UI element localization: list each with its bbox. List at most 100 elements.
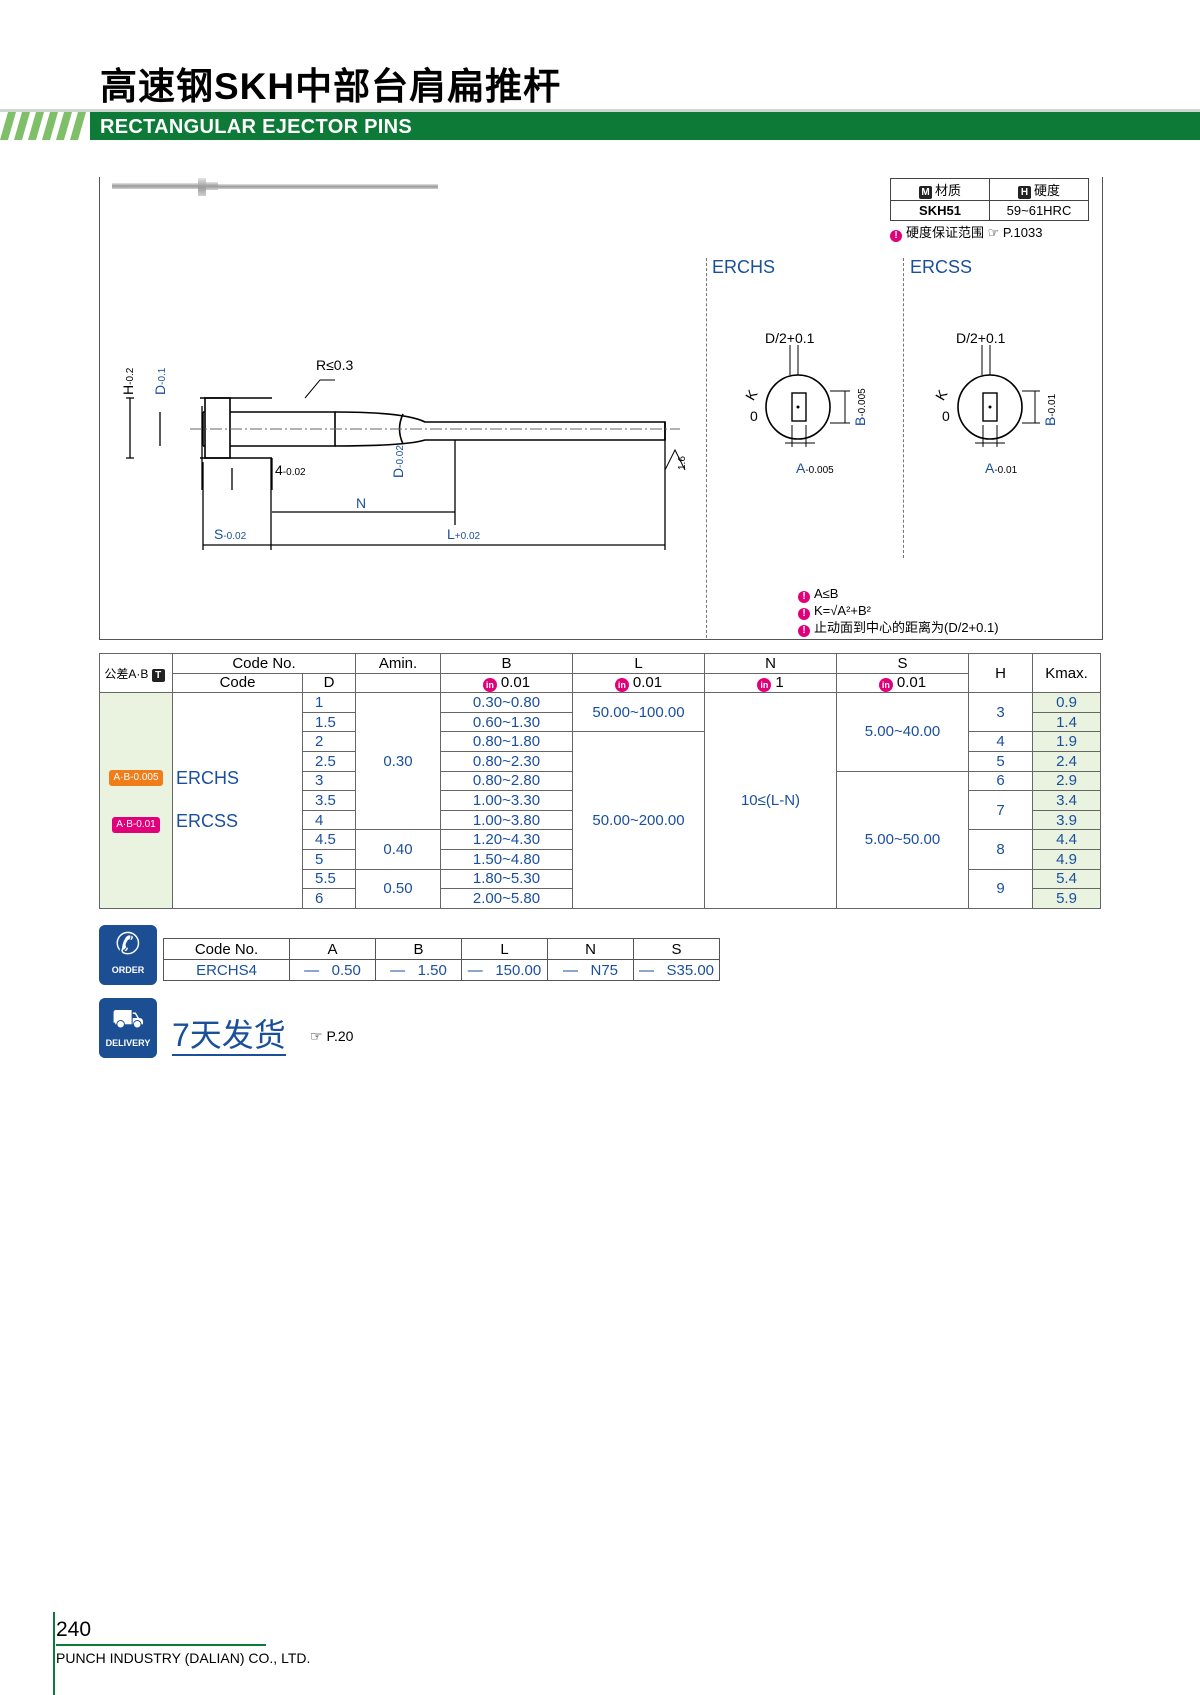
hardness-note: !硬度保证范围 ☞ P.1033: [890, 222, 1042, 242]
page-ref-link[interactable]: P.1033: [1002, 225, 1043, 240]
l-dimension: L+0.02: [447, 526, 481, 542]
ercss-d2: D/2+0.1: [956, 330, 1006, 346]
subtitle-bar: [90, 112, 1200, 140]
page-number: 240: [56, 1618, 92, 1641]
page-subtitle: RECTANGULAR EJECTOR PINS: [100, 116, 413, 138]
table-row: 5 1.50~4.80 4.9: [100, 848, 1101, 870]
d-cell: 5.5: [302, 868, 356, 890]
erchs-section-drawing: [765, 345, 850, 447]
order-header: B: [375, 938, 462, 960]
ercss-label: ERCSS: [910, 257, 973, 277]
amin-cell: 0.50: [355, 868, 441, 909]
h-cell: 9: [968, 868, 1033, 909]
spec-table: 公差A·B T Code No. Amin. B L N S H Kmax. C…: [99, 652, 1101, 909]
h-badge: H: [1017, 186, 1031, 199]
page-title: 高速钢SKH中部台肩扁推杆: [100, 66, 562, 107]
ercss-zero: 0: [942, 408, 950, 424]
amin-unit: [355, 672, 441, 694]
phone-icon: ✆: [115, 928, 141, 961]
code-no-header: Code No.: [172, 653, 356, 674]
b-cell: 0.80~1.80: [440, 731, 573, 752]
delivery-icon: ⛟ DELIVERY: [99, 998, 157, 1058]
kmax-cell: 5.4: [1032, 868, 1101, 890]
h-cell: 8: [968, 829, 1033, 870]
drawing-notes: !A≤B !K=√A²+B² !止动面到中心的距离为(D/2+0.1): [798, 586, 999, 637]
tolerance-tags: A·B-0.005 A·B-0.01: [99, 692, 173, 909]
warning-icon: !: [798, 608, 810, 620]
ercss-section-drawing: [957, 345, 1040, 447]
hardness-value: 59~61HRC: [989, 200, 1089, 221]
b-cell: 0.60~1.30: [440, 711, 573, 733]
note-item: !A≤B: [798, 586, 999, 603]
h-header: H: [968, 652, 1033, 694]
d-cell: 2: [302, 731, 356, 752]
pointing-hand-icon: ☞: [987, 225, 1000, 240]
tolerance-tag-ercss: A·B-0.01: [112, 817, 160, 834]
radius-label: R≤0.3: [316, 357, 354, 373]
s-cell: 5.00~40.00: [836, 692, 969, 772]
h-cell: 6: [968, 770, 1033, 792]
d-cell: 1: [302, 692, 356, 713]
kmax-cell: 4.9: [1032, 848, 1101, 870]
company-name: PUNCH INDUSTRY (DALIAN) CO., LTD.: [56, 1650, 311, 1666]
kmax-cell: 2.9: [1032, 770, 1101, 792]
table-row: 5.5 0.50 1.80~5.30 9 5.4: [100, 868, 1101, 909]
order-header: A: [289, 938, 376, 960]
b-cell: 0.80~2.80: [440, 770, 573, 792]
d-cell: 4: [302, 809, 356, 831]
l-cell: 50.00~100.00: [572, 692, 705, 733]
erchs-zero: 0: [750, 408, 758, 424]
h-cell: 4: [968, 731, 1033, 752]
kmax-cell: 1.9: [1032, 731, 1101, 752]
table-row: 6 2.00~5.80 5.9: [100, 888, 1101, 909]
d-header: D: [302, 672, 356, 694]
d-cell: 2.5: [302, 750, 356, 772]
order-header: Code No.: [163, 938, 290, 960]
table-row: 1.5 0.60~1.30 1.4: [100, 711, 1101, 733]
n-header: N: [704, 653, 837, 674]
table-row: 3.5 1.00~3.30 7 3.4: [100, 790, 1101, 831]
table-row: 2.5 0.80~2.30 5 2.4: [100, 750, 1101, 772]
b-cell: 1.00~3.30: [440, 790, 573, 811]
order-value: — 1.50: [375, 959, 462, 981]
d-cell: 4.5: [302, 829, 356, 850]
truck-icon: ⛟: [111, 1003, 145, 1033]
b-header: B: [440, 653, 573, 674]
b-cell: 1.20~4.30: [440, 829, 573, 850]
order-value: — 150.00: [461, 959, 548, 981]
roughness-label: 1.6: [677, 456, 688, 470]
table-row: A·B-0.005 A·B-0.01 ERCHS ERCSS 1 0.30 0.…: [99, 692, 1101, 909]
h-cell: 5: [968, 750, 1033, 772]
warning-icon: !: [798, 625, 810, 637]
warning-icon: !: [798, 591, 810, 603]
ercss-b: B-0.01: [1042, 393, 1058, 426]
note-item: !K=√A²+B²: [798, 603, 999, 620]
amin-cell: 0.30: [355, 692, 441, 831]
delivery-text: 7天发货: [172, 1016, 286, 1056]
d-cell: 3.5: [302, 790, 356, 811]
b-cell: 1.50~4.80: [440, 848, 573, 870]
order-header: S: [633, 938, 720, 960]
divider-line: [706, 258, 707, 638]
kmax-header: Kmax.: [1032, 652, 1101, 694]
b-cell: 1.00~3.80: [440, 809, 573, 831]
kmax-cell: 3.4: [1032, 790, 1101, 811]
erchs-label: ERCHS: [712, 257, 776, 277]
side-view-drawing: [126, 379, 686, 550]
header-rule: [0, 109, 1200, 112]
order-header: L: [461, 938, 548, 960]
order-header: N: [547, 938, 634, 960]
drawing-frame: [99, 177, 1103, 640]
erchs-a: A-0.005: [796, 460, 834, 476]
l-header: L: [572, 653, 705, 674]
kmax-cell: 2.4: [1032, 750, 1101, 772]
d2-dimension: D-0.02: [390, 445, 406, 478]
page-ref-link[interactable]: P.20: [326, 1028, 354, 1044]
table-row: 4.5 0.40 1.20~4.30 8 4.4: [100, 829, 1101, 870]
n-dimension: N: [356, 495, 367, 511]
order-table: Code No. A B L N S ERCHS4 — 0.50 — 1.50 …: [163, 938, 720, 981]
table-row: 4 1.00~3.80 3.9: [100, 809, 1101, 831]
table-row: 2 0.80~1.80 50.00~200.00 4 1.9: [100, 731, 1101, 909]
